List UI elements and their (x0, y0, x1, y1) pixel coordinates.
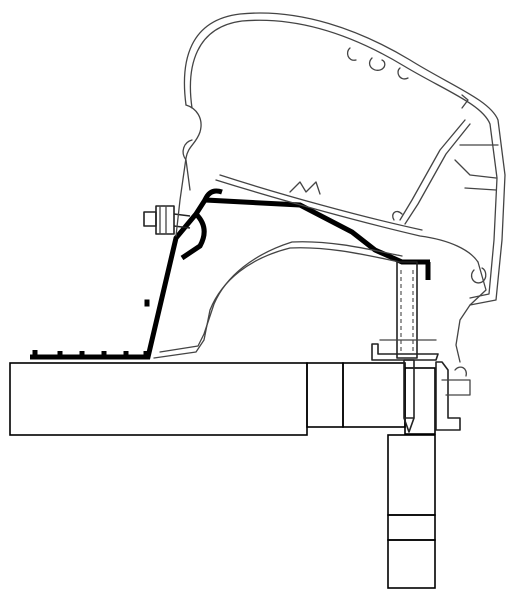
inner-arch (153, 241, 403, 359)
awning-housing-profile (175, 12, 506, 306)
roof-panel (9, 362, 436, 436)
gutter-rail (435, 261, 487, 431)
bracket-notch (144, 299, 150, 307)
bolt (143, 205, 191, 235)
adapter-bracket (30, 188, 431, 360)
seal-strip (371, 339, 439, 361)
screw (396, 261, 418, 433)
side-wall (387, 434, 436, 589)
